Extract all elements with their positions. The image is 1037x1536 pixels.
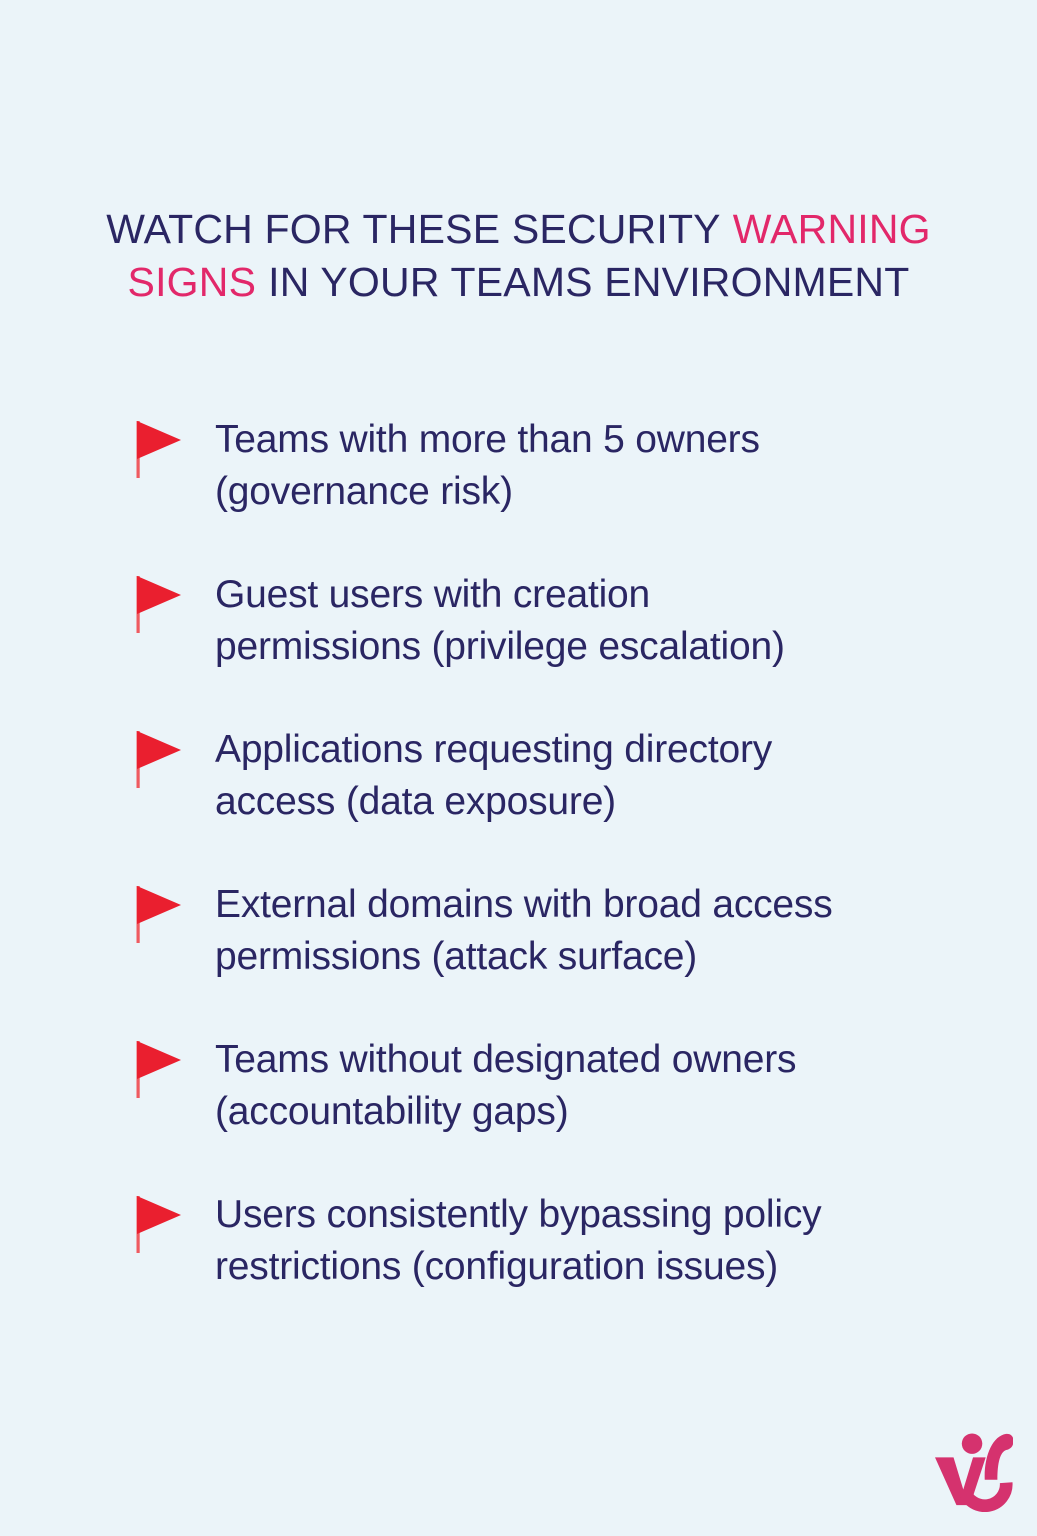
- list-item-text: Teams with more than 5 owners (governanc…: [215, 414, 760, 518]
- title-text-normal: WATCH FOR THESE SECURITY: [106, 206, 721, 252]
- title-text-normal: IN YOUR TEAMS ENVIRONMENT: [268, 259, 910, 305]
- list-item-line: permissions (attack surface): [215, 935, 698, 978]
- list-item-line: Teams with more than 5 owners: [215, 418, 760, 461]
- list-item-text: Users consistently bypassing policy rest…: [215, 1189, 822, 1293]
- page-title-line-1: WATCH FOR THESE SECURITY WARNING: [0, 203, 1037, 256]
- red-flag-icon: [136, 886, 181, 943]
- list-item: Guest users with creation permissions (p…: [135, 569, 925, 673]
- red-flag-icon: [136, 421, 181, 478]
- list-item: Teams with more than 5 owners (governanc…: [135, 414, 925, 518]
- list-item-text: Teams without designated owners (account…: [215, 1034, 796, 1138]
- red-flag-icon: [136, 731, 181, 788]
- list-item-line: Applications requesting directory: [215, 728, 773, 771]
- list-item-line: (accountability gaps): [215, 1090, 569, 1133]
- list-item-text: Applications requesting directory access…: [215, 724, 772, 828]
- red-flag-icon: [136, 1041, 181, 1098]
- title-text-accent: WARNING: [732, 206, 931, 252]
- list-item-line: permissions (privilege escalation): [215, 625, 785, 668]
- list-item: Applications requesting directory access…: [135, 724, 925, 828]
- list-item-line: (governance risk): [215, 470, 513, 513]
- red-flag-icon: [136, 1196, 181, 1253]
- brand-vs-logo-icon: [935, 1433, 1013, 1512]
- list-item-line: Guest users with creation: [215, 573, 651, 616]
- page-title: WATCH FOR THESE SECURITY WARNING SIGNS I…: [0, 203, 1037, 309]
- list-item: External domains with broad access permi…: [135, 879, 925, 983]
- page-title-line-2: SIGNS IN YOUR TEAMS ENVIRONMENT: [0, 256, 1037, 309]
- list-item-line: Teams without designated owners: [215, 1038, 797, 1081]
- list-item: Users consistently bypassing policy rest…: [135, 1189, 925, 1293]
- list-item-line: Users consistently bypassing policy: [215, 1193, 822, 1236]
- list-item-line: restrictions (configuration issues): [215, 1245, 779, 1288]
- list-item: Teams without designated owners (account…: [135, 1034, 925, 1138]
- list-item-text: Guest users with creation permissions (p…: [215, 569, 785, 673]
- list-item-text: External domains with broad access permi…: [215, 879, 833, 983]
- warning-signs-list: Teams with more than 5 owners (governanc…: [135, 414, 925, 1344]
- red-flag-icon: [136, 576, 181, 633]
- title-text-accent: SIGNS: [127, 259, 257, 305]
- list-item-line: access (data exposure): [215, 780, 616, 823]
- list-item-line: External domains with broad access: [215, 883, 833, 926]
